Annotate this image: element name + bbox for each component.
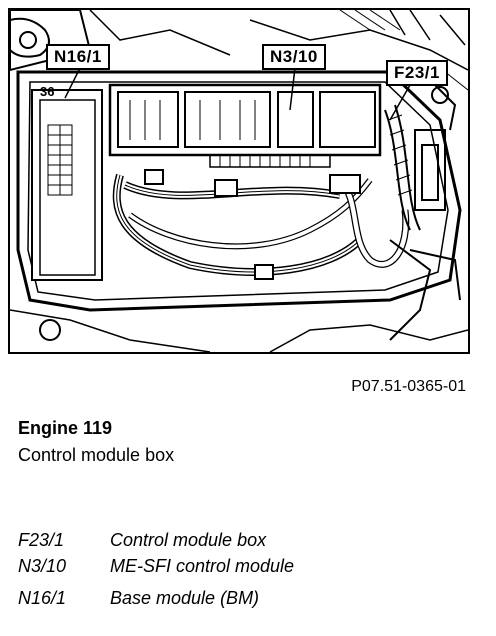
legend-code: N16/1 (18, 588, 67, 608)
legend-description: ME-SFI control module (110, 556, 295, 576)
legend-row: F23/1 Control module box (18, 530, 458, 556)
legend-code: F23/1 (18, 530, 65, 550)
engine-subtitle: Control module box (18, 445, 175, 465)
callout-f23-1: F23/1 (386, 60, 448, 86)
legend-code: N3/10 (18, 556, 67, 576)
control-module-box-drawing: 36 (10, 10, 468, 352)
legend: F23/1 Control module box N3/10 ME-SFI co… (18, 530, 458, 614)
legend-description: Control module box (110, 530, 267, 550)
legend-description: Base module (BM) (110, 588, 260, 608)
engine-title: Engine 119 (18, 418, 113, 438)
legend-row: N3/10 ME-SFI control module (18, 556, 458, 582)
legend-row: N16/1 Base module (BM) (18, 588, 458, 614)
engine-bay-illustration: 36 (8, 8, 470, 354)
part-marking: 36 (40, 84, 54, 99)
callout-n3-10: N3/10 (262, 44, 326, 70)
callout-n16-1: N16/1 (46, 44, 110, 70)
figure-reference: P07.51-0365-01 (351, 378, 466, 395)
